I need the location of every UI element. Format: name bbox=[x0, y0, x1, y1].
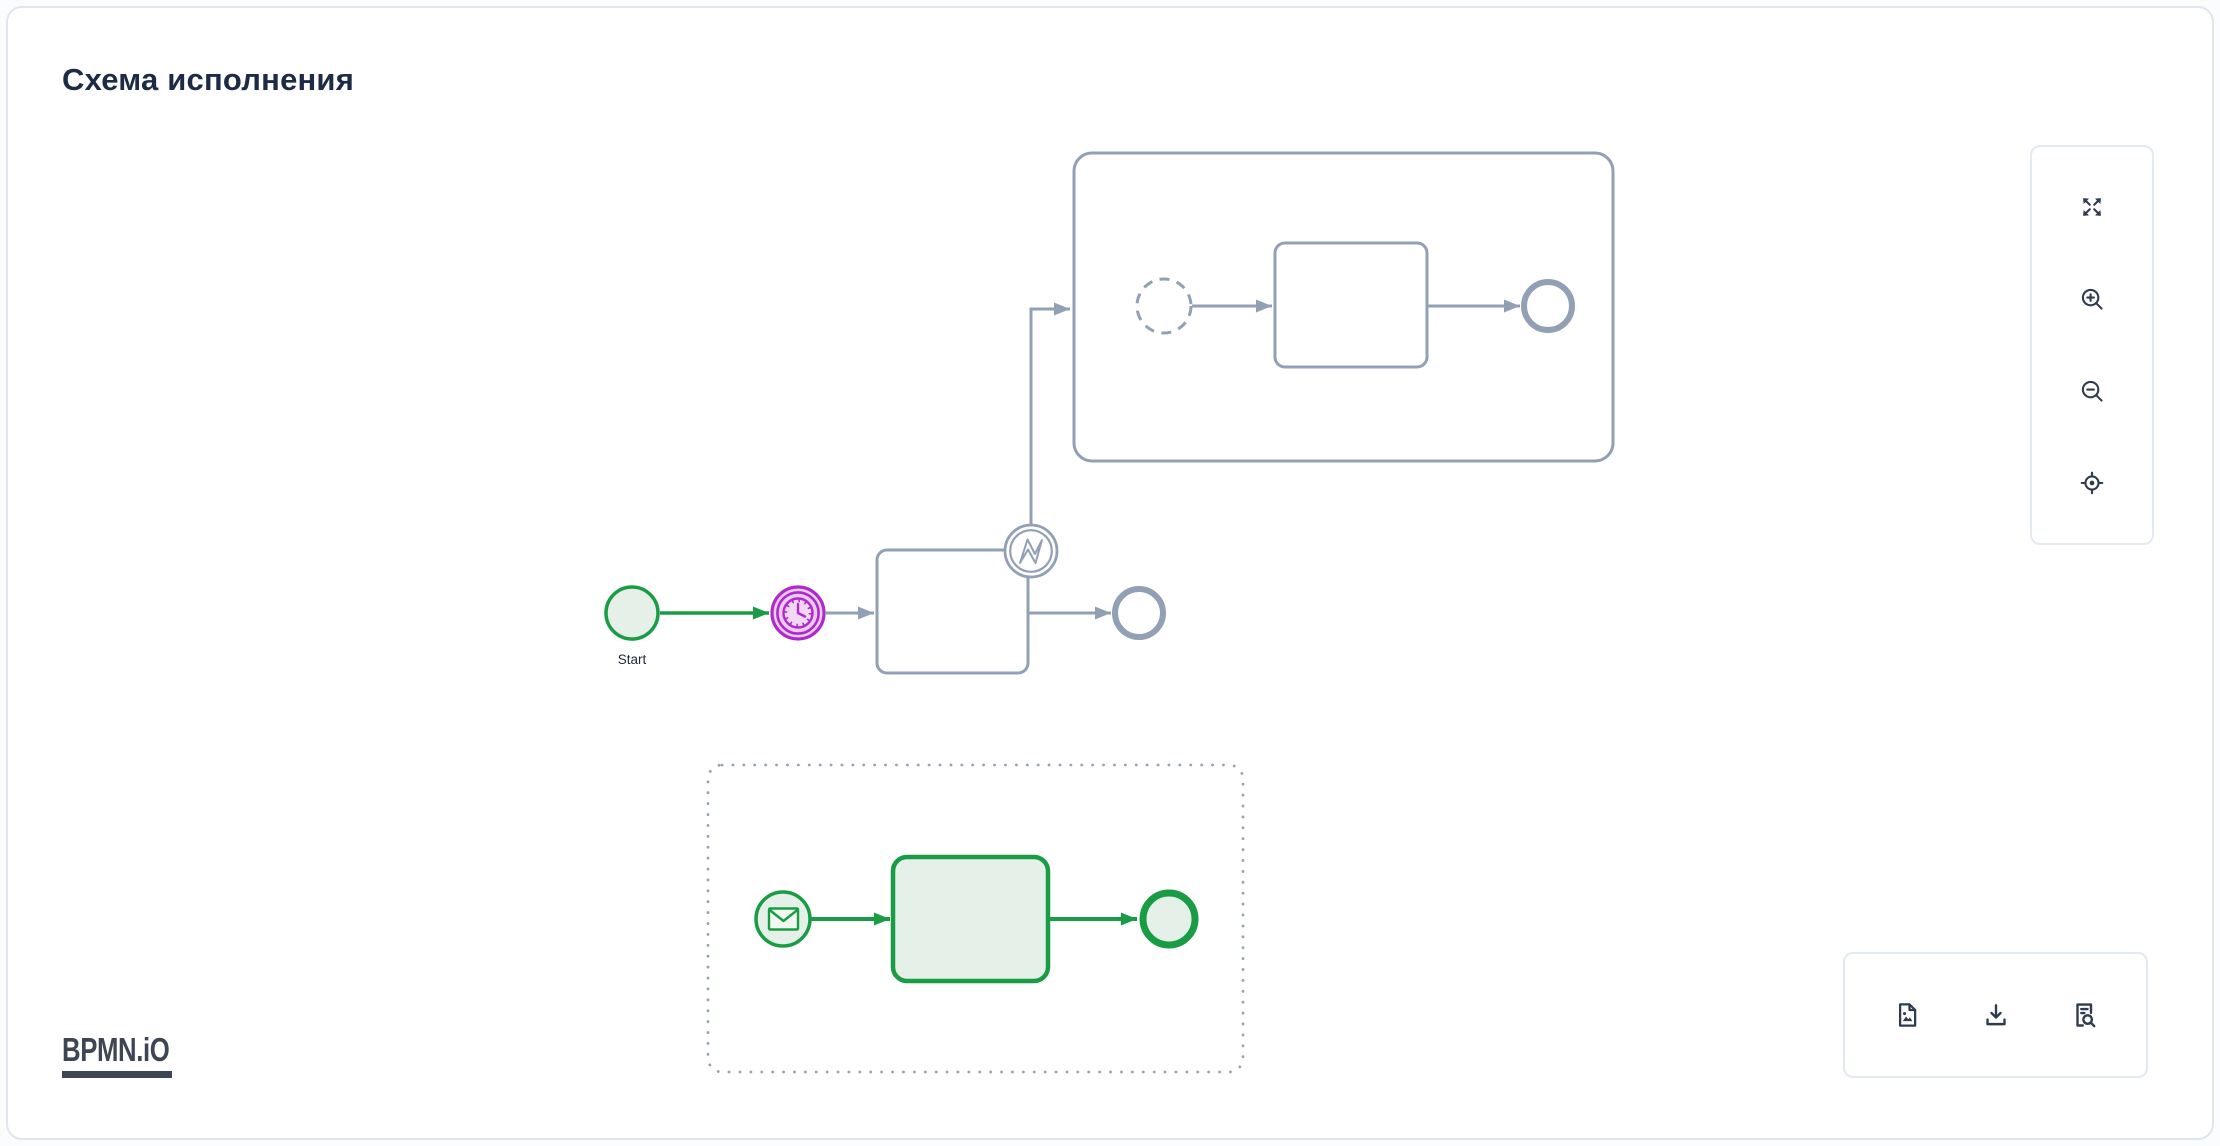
zoom-out-icon bbox=[2081, 380, 2103, 402]
reset-view-button[interactable] bbox=[2076, 467, 2108, 499]
fit-viewport-button[interactable] bbox=[2076, 191, 2108, 223]
bpmn-io-logo-text: BPMN.iO bbox=[62, 1031, 170, 1068]
export-controls-panel bbox=[1843, 952, 2148, 1078]
zoom-out-button[interactable] bbox=[2076, 375, 2108, 407]
main-task bbox=[875, 548, 1030, 675]
bpmn-io-logo-underline bbox=[62, 1071, 172, 1078]
event-subprocess bbox=[706, 763, 1245, 1074]
image-file-icon bbox=[1899, 1003, 1917, 1027]
event-sub-end-event bbox=[1139, 889, 1199, 949]
zoom-in-icon bbox=[2081, 288, 2103, 310]
export-image-button[interactable] bbox=[1891, 999, 1923, 1031]
download-icon bbox=[1985, 1004, 2006, 1026]
start-event bbox=[604, 585, 660, 641]
download-button[interactable] bbox=[1980, 999, 2012, 1031]
boundary-error-event bbox=[1003, 523, 1059, 579]
event-sub-task bbox=[890, 854, 1051, 984]
message-start-event bbox=[754, 890, 812, 948]
sub-task bbox=[1273, 241, 1429, 369]
error-subprocess bbox=[1072, 151, 1615, 463]
bpmn-io-logo[interactable]: BPMN.iO bbox=[62, 1031, 200, 1078]
sub-start-event bbox=[1135, 277, 1193, 335]
expand-icon bbox=[2083, 198, 2101, 216]
zoom-controls-panel bbox=[2030, 145, 2154, 545]
zoom-in-button[interactable] bbox=[2076, 283, 2108, 315]
document-search-icon bbox=[2076, 1003, 2096, 1028]
crosshair-icon bbox=[2080, 471, 2104, 495]
start-event-label: Start bbox=[618, 652, 647, 667]
sequence-flow-boundary-subprocess bbox=[1029, 302, 1070, 524]
page-title: Схема исполнения bbox=[62, 62, 354, 97]
sub-end-event bbox=[1521, 279, 1575, 333]
main-flow: Start bbox=[604, 302, 1166, 675]
view-source-button[interactable] bbox=[2068, 999, 2100, 1031]
main-end-event bbox=[1112, 586, 1166, 640]
timer-event bbox=[770, 585, 826, 641]
error-lightning-icon bbox=[1019, 538, 1043, 564]
